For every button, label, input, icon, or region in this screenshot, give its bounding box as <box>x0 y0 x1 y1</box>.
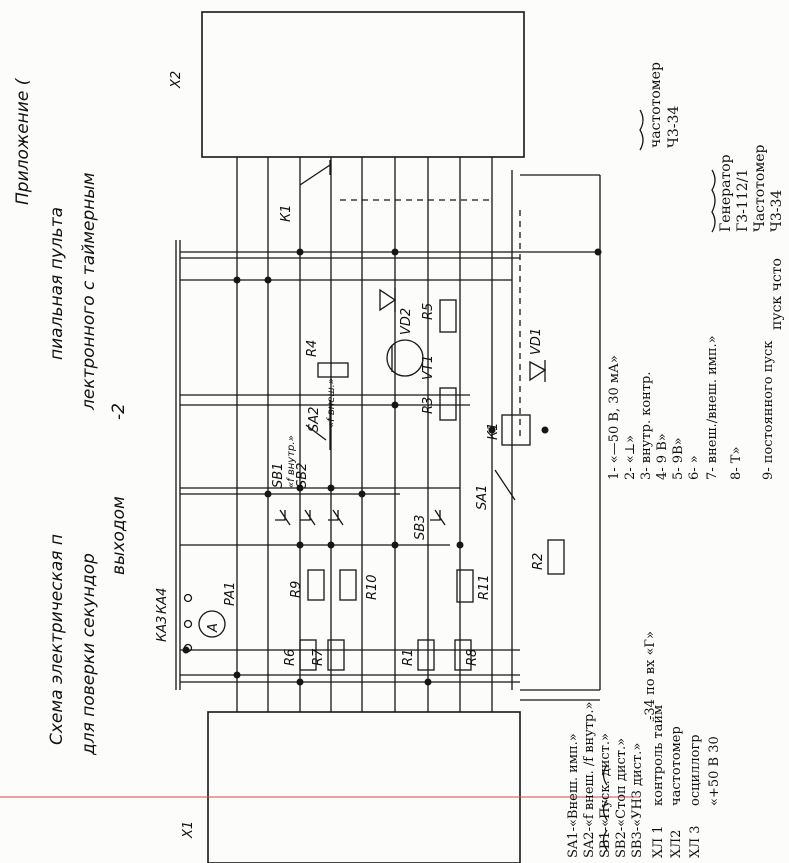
label-r8: R8 <box>465 649 480 666</box>
legend-mid-4: 5- 9В» <box>671 437 686 480</box>
label-sa1: SA1 <box>475 485 490 510</box>
label-ka4: КА4 <box>155 588 170 614</box>
label-k1-coil: К1 <box>486 422 501 440</box>
legend-mid-note: -34 по вх «Г» <box>643 631 658 720</box>
legend-right-1-1: Г3-112/1 <box>735 169 751 232</box>
legend-left-7: ХЛ 3 <box>688 825 703 858</box>
label-x2: X2 <box>169 71 184 89</box>
label-r6: R6 <box>283 649 298 666</box>
label-r11: R11 <box>477 574 492 600</box>
legend-mid-5: 6- » <box>687 455 702 480</box>
label-r7: R7 <box>311 648 326 666</box>
title-line-2: Схема электрическая п <box>47 534 67 745</box>
legend-left-note-2: осциллогр <box>688 734 703 806</box>
legend-mid-8: 9- постоянного пуск <box>761 341 776 480</box>
title-line-3b: лектронного с таймерным <box>79 172 99 411</box>
label-sa2: SA2 <box>307 407 322 432</box>
wiring <box>175 109 716 851</box>
legend-right-1-2: Частотомер <box>752 144 768 232</box>
legend-left-2: SB1-«Пуск. дист.» <box>598 733 613 858</box>
legend-left-6: ХЛ2 <box>669 830 684 858</box>
legend-right-0-1: Ч3-34 <box>666 106 682 148</box>
legend-mid-1: 2- «⊥» <box>623 435 638 480</box>
legend-left-1: SA2-«f внеш. /f внутр.» <box>582 702 597 858</box>
legend-left-note-1: частотомер <box>669 726 684 806</box>
title-line-4b: -2 <box>109 403 129 420</box>
label-r4: R4 <box>305 340 320 357</box>
legend-left-5: ХЛ 1 <box>651 825 666 858</box>
label-meter-a: A <box>206 623 221 633</box>
label-r3: R3 <box>421 397 436 414</box>
label-x1: X1 <box>181 821 196 839</box>
junction-dots <box>182 248 602 686</box>
legend-left-3: SB2-«Стоп дист.» <box>614 738 629 858</box>
connector-x2-block <box>201 11 525 158</box>
legend-mid-7: 8- Т» <box>729 447 744 480</box>
label-r10: R10 <box>365 574 380 600</box>
title-line-2b: пиальная пульта <box>47 207 67 360</box>
legend-mid-6: 7- внеш./внеш. имп.» <box>705 335 720 480</box>
label-sb2: SB2 <box>295 463 310 488</box>
title-line-3: для поверки секундор <box>79 553 99 756</box>
ammeter-pa1-circle <box>198 610 226 638</box>
legend-right-tail: пуск чсто <box>769 258 785 330</box>
label-sb1-note: «f внутр.» <box>286 435 297 488</box>
label-sb1: SB1 <box>271 463 286 488</box>
legend-mid-3: 4- 9 В» <box>655 433 670 480</box>
legend-left-note-0: контроль тайм <box>651 705 666 806</box>
label-r5: R5 <box>421 303 436 320</box>
legend-left-0: SA1-«Внеш. имп.» <box>566 733 581 858</box>
label-pa1: PA1 <box>223 582 238 606</box>
label-r9: R9 <box>289 581 304 598</box>
label-vd1: VD1 <box>529 328 544 355</box>
legend-left-note-3: «+50 В 30 <box>707 736 722 806</box>
label-r1: R1 <box>401 649 416 666</box>
label-sa2-note: «f внеш.» <box>326 378 337 428</box>
label-k1: К1 <box>279 204 294 222</box>
label-vt1: VT1 <box>421 355 436 380</box>
legend-right-1-0: Генератор <box>718 154 734 232</box>
title-line-4: выходом <box>109 496 129 575</box>
connector-x1-block <box>207 711 521 863</box>
legend-left-4: SB3-«УНЗ дист.» <box>630 743 645 858</box>
legend-mid-0: 1- «—50 В, 30 мА» <box>607 355 622 480</box>
label-r2: R2 <box>531 553 546 570</box>
title-line-1: Приложение ( <box>13 77 33 205</box>
legend-right-1-3: Ч3-34 <box>769 190 785 232</box>
label-ka3: КА3 <box>155 616 170 642</box>
legend-mid-2: 3- внутр. контр. <box>639 372 654 480</box>
label-sb3: SB3 <box>413 515 428 540</box>
legend-right-0-0: частотомер <box>648 62 664 148</box>
label-vd2: VD2 <box>399 308 414 335</box>
